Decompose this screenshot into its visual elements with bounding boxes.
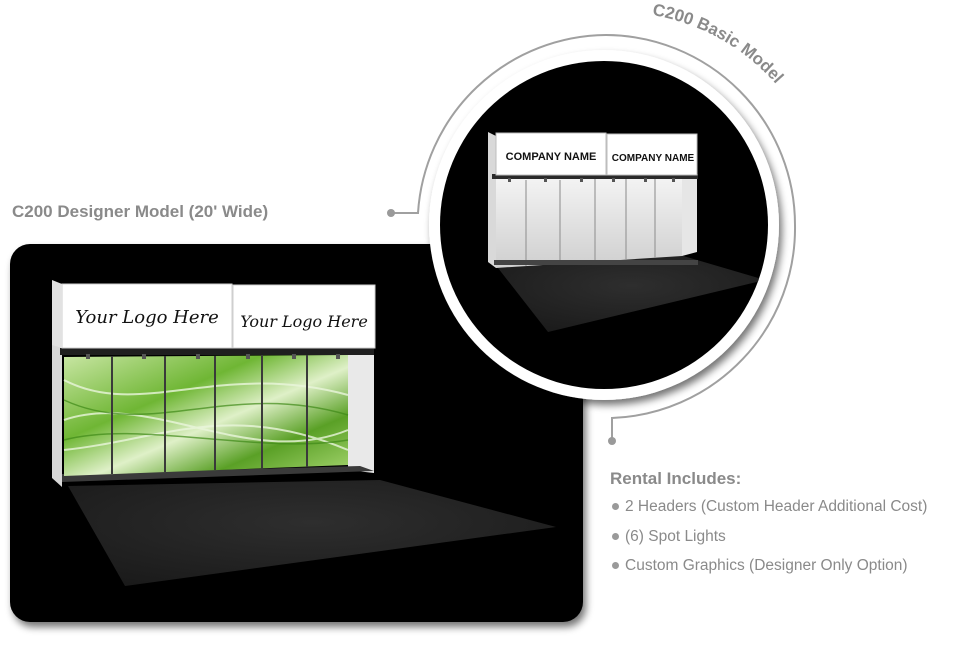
designer-floor — [68, 480, 556, 586]
basic-floor — [498, 255, 765, 332]
rental-includes-heading: Rental Includes: — [610, 469, 742, 488]
connector-dot-bottom — [608, 437, 616, 445]
designer-model-panel: Your Logo Here Your Logo Here — [10, 244, 583, 622]
basic-header-left — [495, 132, 607, 176]
designer-header-left-text: Your Logo Here — [75, 307, 219, 328]
rental-item-custom-graphics: Custom Graphics (Designer Only Option) — [610, 557, 927, 587]
designer-model-title: C200 Designer Model (20' Wide) — [12, 202, 269, 221]
designer-header-right-text: Your Logo Here — [240, 312, 368, 331]
rental-item-headers: 2 Headers (Custom Header Additional Cost… — [610, 498, 927, 528]
basic-header-right — [606, 133, 698, 176]
rental-includes-list: 2 Headers (Custom Header Additional Cost… — [610, 498, 927, 587]
basic-header-left-text: COMPANY NAME — [506, 151, 597, 163]
connector-dot-left — [387, 209, 395, 217]
basic-back-wall — [496, 176, 682, 268]
designer-header-right — [232, 284, 376, 349]
designer-green-graphic — [64, 355, 348, 476]
basic-model-circle: COMPANY NAME COMPANY NAME — [429, 50, 779, 400]
connector-lines — [392, 34, 797, 440]
designer-header-left — [61, 283, 233, 349]
basic-header-right-text: COMPANY NAME — [612, 153, 695, 164]
rental-item-spot-lights: (6) Spot Lights — [610, 528, 927, 558]
